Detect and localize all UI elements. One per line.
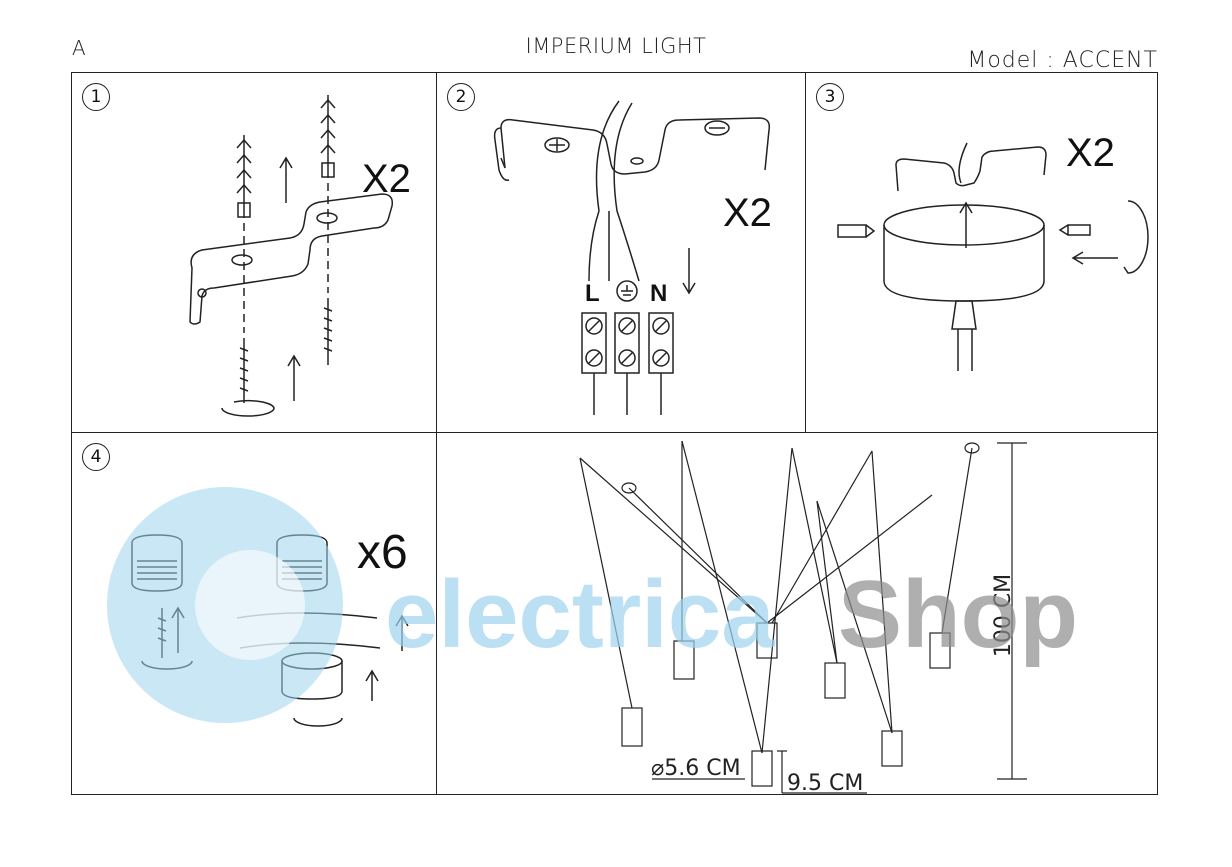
step-2-multiplier: X2 [723,191,772,235]
mounting-bracket-icon [189,193,394,325]
height-label: 100 CM [991,573,1017,658]
canopy-assembly-illustration [837,142,1149,371]
step-3-panel: 3 X2 [805,72,1158,433]
pendant-fixing-illustration [131,534,409,727]
cable-gland-icon [951,300,977,330]
rotate-icon [141,660,193,670]
product-overview-panel: 100 CM ⌀5.6 CM 9.5 CM [436,432,1158,796]
terminal-label-l: L [585,280,600,307]
wiring-illustration [493,100,771,415]
rotate-icon [293,717,343,727]
cable-icon [595,100,633,212]
ground-symbol-icon [616,280,638,302]
step-4-number: 4 [82,443,110,471]
pendant-lamp-drawing [579,440,1027,794]
screw-icon [239,338,249,403]
arrow-up-icon [279,156,293,203]
model-label: Model : ACCENT [967,48,1158,73]
cable-icon [236,612,381,649]
step-1-number: 1 [82,83,110,111]
ceiling-anchor-icon [964,442,980,454]
diameter-label: ⌀5.6 CM [651,756,741,781]
length-label: 9.5 CM [787,771,864,796]
canopy-icon [883,225,1045,302]
arrow-up-icon [365,669,379,701]
arrow-up-icon [395,614,409,651]
arrow-down-icon [682,248,696,295]
step-2-number: 2 [447,83,475,111]
brand-title: IMPERIUM LIGHT [525,34,707,58]
page-letter: A [72,36,86,60]
arrow-up-icon [959,201,973,248]
bracket-mounting-illustration [189,95,394,417]
mounting-bracket-icon [500,117,771,175]
step-3-multiplier: X2 [1066,131,1115,175]
suspension-cable [579,457,633,709]
terminal-block-icon [581,312,674,415]
step-4-multiplier: x6 [357,526,408,579]
screw-icon [837,224,876,238]
step-2-panel: 2 X2 L N [436,72,806,433]
cap-icon [276,534,328,592]
step-3-number: 3 [816,83,844,111]
terminal-label-n: N [650,280,668,307]
wall-plug-icon [320,95,336,178]
step-1-panel: 1 X2 [71,72,437,433]
step-4-panel: 4 x6 [71,432,437,795]
pendant-shade-icon [621,622,951,787]
mounting-bracket-icon [895,146,1047,192]
rotate-icon [1123,200,1149,274]
wall-plug-icon [236,135,252,218]
arrow-up-icon [287,354,301,401]
ceiling-anchor-icon [621,482,637,494]
arrow-up-icon [171,606,185,653]
screw-icon [323,298,333,365]
step-1-multiplier: X2 [362,157,411,201]
screw-icon [1058,224,1091,236]
cap-icon [131,534,183,592]
arrow-left-icon [1071,251,1118,265]
cable-icon [958,142,968,184]
rotate-icon [221,399,275,417]
